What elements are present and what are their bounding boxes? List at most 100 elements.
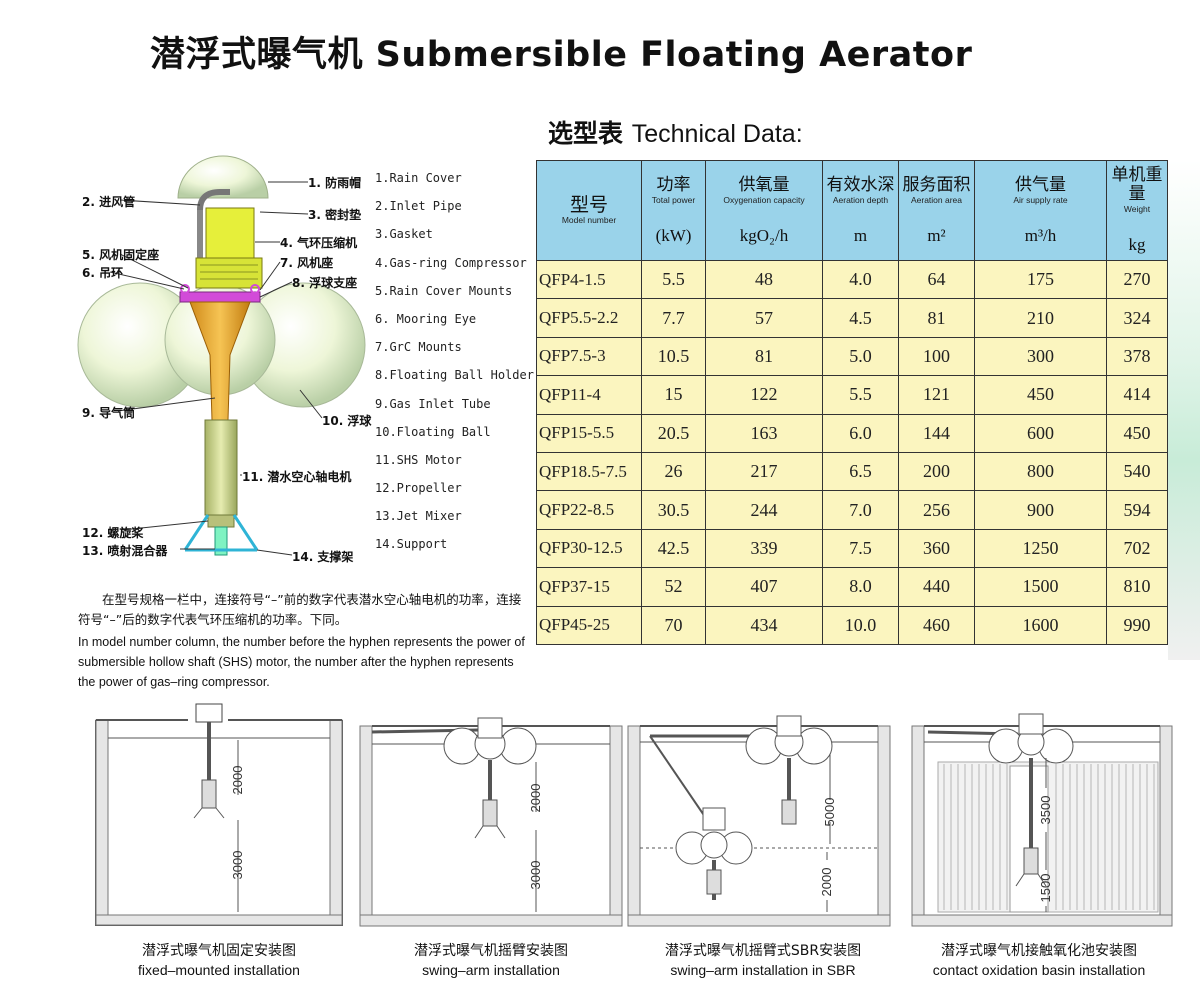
legend-item: 1.Rain Cover: [375, 171, 462, 185]
model-cell: QFP37-15: [536, 567, 642, 607]
header-cn: 型号: [569, 193, 608, 216]
value-cell: 540: [1106, 451, 1168, 492]
header-cn: 功率: [656, 174, 691, 195]
model-cell: QFP18.5-7.5: [536, 451, 642, 492]
value-cell: 175: [974, 259, 1107, 300]
aerator-diagram: 1. 防雨帽 2. 进风管 3. 密封垫 4. 气环压缩机 5. 风机固定座 6…: [60, 150, 530, 580]
parts-legend: 1.Rain Cover 2.Inlet Pipe 3.Gasket 4.Gas…: [375, 168, 535, 563]
header-cn: 有效水深: [826, 174, 895, 195]
header-unit: m: [853, 225, 868, 245]
value-cell: 440: [898, 567, 975, 607]
value-cell: 5.5: [822, 375, 899, 415]
note-en: In model number column, the number befor…: [78, 635, 525, 689]
value-cell: 10.0: [822, 605, 899, 645]
value-cell: 26: [641, 451, 706, 492]
value-cell: 702: [1106, 528, 1168, 569]
value-cell: 30.5: [641, 490, 706, 530]
value-cell: 360: [898, 528, 975, 569]
legend-item: 9.Gas Inlet Tube: [375, 396, 491, 411]
legend-item: 4.Gas-ring Compressor: [375, 255, 527, 270]
value-cell: 378: [1106, 336, 1168, 377]
callout-12: 12. 螺旋桨: [82, 526, 144, 540]
value-cell: 144: [898, 413, 975, 453]
legend-item: 13.Jet Mixer: [375, 509, 462, 524]
col-header-depth: 有效水深 Aeration depth m: [822, 160, 899, 261]
value-cell: 4.0: [822, 259, 899, 300]
callout-2: 2. 进风管: [82, 195, 136, 209]
legend-item: 11.SHS Motor: [375, 452, 462, 467]
value-cell: 256: [898, 490, 975, 530]
header-unit: kgO₂/h: [739, 225, 789, 245]
col-header-weight: 单机重量 Weight kg: [1106, 160, 1168, 261]
legend-item: 3.Gasket: [375, 227, 433, 242]
value-cell: 6.0: [822, 413, 899, 453]
model-cell: QFP45-25: [536, 605, 642, 645]
model-cell: QFP15-5.5: [536, 413, 642, 453]
header-cn: 供气量: [1015, 174, 1066, 195]
value-cell: 244: [705, 490, 823, 530]
dim-label: 2000: [819, 868, 834, 897]
installation-contact-oxidation: 3500 1500: [898, 700, 1180, 940]
value-cell: 900: [974, 490, 1107, 530]
header-en: Oxygenation capacity: [723, 194, 805, 205]
callout-3: 3. 密封垫: [308, 208, 362, 222]
value-cell: 4.5: [822, 298, 899, 338]
callout-11: 11. 潜水空心轴电机: [242, 470, 352, 484]
value-cell: 414: [1106, 375, 1168, 415]
header-unit: (kW): [655, 225, 692, 245]
value-cell: 407: [705, 567, 823, 607]
value-cell: 64: [898, 259, 975, 300]
fixed-installation-drawing: 2000 3000: [95, 703, 343, 926]
header-en: Air supply rate: [1013, 194, 1068, 205]
model-cell: QFP5.5-2.2: [536, 298, 642, 338]
callout-6: 6. 吊环: [82, 266, 124, 280]
value-cell: 10.5: [641, 336, 706, 377]
callout-9: 9. 导气筒: [82, 406, 136, 420]
contact-oxidation-drawing: 3500 1500: [911, 713, 1173, 927]
value-cell: 57: [705, 298, 823, 338]
legend-item: 7.GrC Mounts: [375, 340, 462, 355]
technical-data-table: 型号 Model number 功率 Total power (kW) 供氧量 …: [536, 160, 1168, 645]
table-header-row: 型号 Model number 功率 Total power (kW) 供氧量 …: [536, 160, 1168, 261]
installation-swing-arm: 2000 3000: [350, 700, 632, 940]
callout-14: 14. 支撑架: [292, 550, 354, 564]
header-en: Total power: [651, 194, 696, 205]
caption-fixed-en: fixed–mounted installation: [138, 962, 300, 978]
value-cell: 200: [898, 451, 975, 492]
callout-4: 4. 气环压缩机: [280, 236, 358, 250]
col-header-oxygenation: 供氧量 Oxygenation capacity kgO₂/h: [705, 160, 823, 261]
value-cell: 460: [898, 605, 975, 645]
value-cell: 48: [705, 259, 823, 300]
sbr-installation-drawing: 5000 2000: [627, 715, 891, 927]
value-cell: 300: [974, 336, 1107, 377]
model-cell: QFP7.5-3: [536, 336, 642, 377]
col-header-area: 服务面积 Aeration area m²: [898, 160, 975, 261]
value-cell: 990: [1106, 605, 1168, 645]
legend-item: 8.Floating Ball Holder: [375, 368, 534, 383]
dim-label: 3000: [528, 861, 543, 890]
callout-8: 8. 浮球支座: [292, 276, 358, 290]
callout-5: 5. 风机固定座: [82, 248, 160, 262]
model-cell: QFP11-4: [536, 375, 642, 415]
legend-item: 14.Support: [375, 537, 448, 552]
value-cell: 210: [974, 298, 1107, 338]
header-cn: 供氧量: [738, 174, 790, 195]
legend-item: 2.Inlet Pipe: [375, 199, 462, 214]
value-cell: 270: [1106, 259, 1168, 300]
header-unit: m³/h: [1024, 225, 1057, 245]
header-cn: 单机重量: [1111, 165, 1163, 204]
value-cell: 324: [1106, 298, 1168, 338]
model-cell: QFP30-12.5: [536, 528, 642, 569]
value-cell: 52: [641, 567, 706, 607]
legend-item: 5.Rain Cover Mounts: [375, 283, 513, 298]
caption-swing-arm-en: swing–arm installation: [422, 962, 560, 978]
legend-item: 10.Floating Ball: [375, 424, 491, 439]
dim-label: 3500: [1038, 796, 1053, 825]
